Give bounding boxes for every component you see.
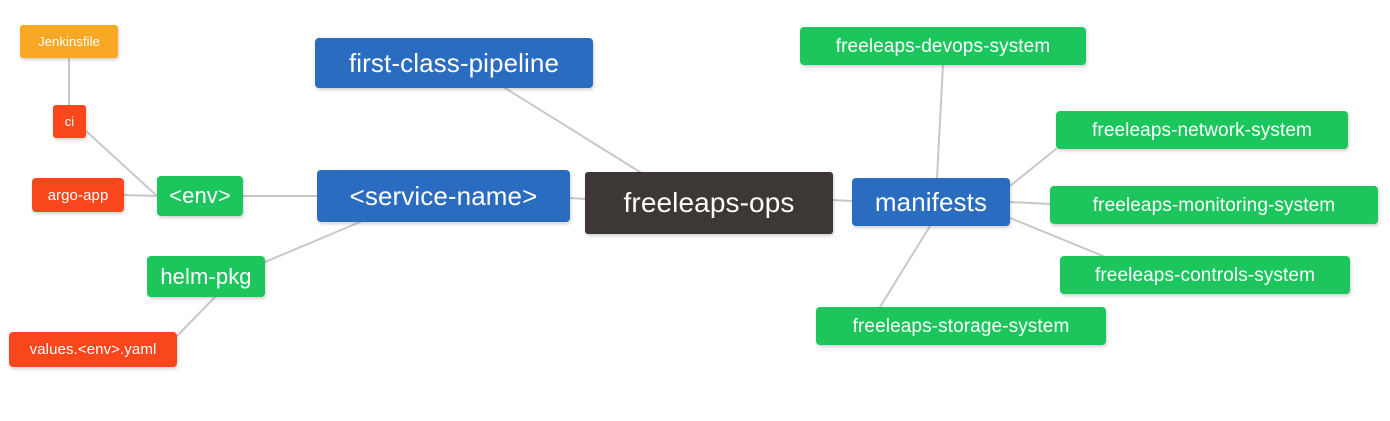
edge-manifests-to-freeleaps-monitoring-system — [1009, 201, 1051, 205]
node-service-name[interactable]: <service-name> — [317, 170, 570, 222]
node-label-freeleaps-controls-system: freeleaps-controls-system — [1094, 264, 1316, 286]
node-argo-app[interactable]: argo-app — [32, 178, 124, 212]
node-freeleaps-ops[interactable]: freeleaps-ops — [585, 172, 833, 234]
node-ci[interactable]: ci — [53, 105, 86, 138]
edge-manifests-to-freeleaps-devops-system — [936, 64, 944, 179]
node-helm-pkg[interactable]: helm-pkg — [147, 256, 265, 297]
node-label-first-class-pipeline: first-class-pipeline — [348, 48, 560, 78]
node-label-ci: ci — [64, 114, 75, 129]
node-label-env: <env> — [169, 183, 231, 208]
node-label-manifests: manifests — [874, 187, 988, 217]
node-label-freeleaps-devops-system: freeleaps-devops-system — [835, 35, 1051, 57]
node-freeleaps-devops-system[interactable]: freeleaps-devops-system — [800, 27, 1086, 65]
edge-first-class-pipeline-to-freeleaps-ops — [504, 87, 641, 173]
edge-argo-app-to-env — [123, 194, 158, 197]
node-env[interactable]: <env> — [157, 176, 243, 216]
node-freeleaps-controls-system[interactable]: freeleaps-controls-system — [1060, 256, 1350, 294]
node-label-freeleaps-network-system: freeleaps-network-system — [1092, 119, 1312, 141]
edge-service-name-to-freeleaps-ops — [569, 197, 586, 200]
node-label-argo-app: argo-app — [47, 186, 109, 204]
node-label-service-name: <service-name> — [349, 181, 538, 211]
node-label-freeleaps-monitoring-system: freeleaps-monitoring-system — [1092, 194, 1336, 216]
edge-helm-pkg-to-service-name — [264, 221, 361, 263]
node-label-freeleaps-ops: freeleaps-ops — [623, 187, 795, 218]
node-freeleaps-network-system[interactable]: freeleaps-network-system — [1056, 111, 1348, 149]
node-values-env-yaml[interactable]: values.<env>.yaml — [9, 332, 177, 367]
edge-values-env-yaml-to-helm-pkg — [176, 296, 216, 337]
edge-manifests-to-freeleaps-network-system — [1009, 148, 1057, 187]
node-label-freeleaps-storage-system: freeleaps-storage-system — [852, 315, 1070, 337]
node-freeleaps-monitoring-system[interactable]: freeleaps-monitoring-system — [1050, 186, 1378, 224]
edge-freeleaps-ops-to-manifests — [832, 199, 853, 202]
node-jenkinsfile[interactable]: Jenkinsfile — [20, 25, 118, 58]
node-label-jenkinsfile: Jenkinsfile — [38, 34, 100, 49]
node-freeleaps-storage-system[interactable]: freeleaps-storage-system — [816, 307, 1106, 345]
edge-manifests-to-freeleaps-storage-system — [879, 225, 931, 308]
node-manifests[interactable]: manifests — [852, 178, 1010, 226]
node-label-helm-pkg: helm-pkg — [160, 263, 252, 289]
node-label-values-env-yaml: values.<env>.yaml — [29, 341, 157, 358]
node-first-class-pipeline[interactable]: first-class-pipeline — [315, 38, 593, 88]
